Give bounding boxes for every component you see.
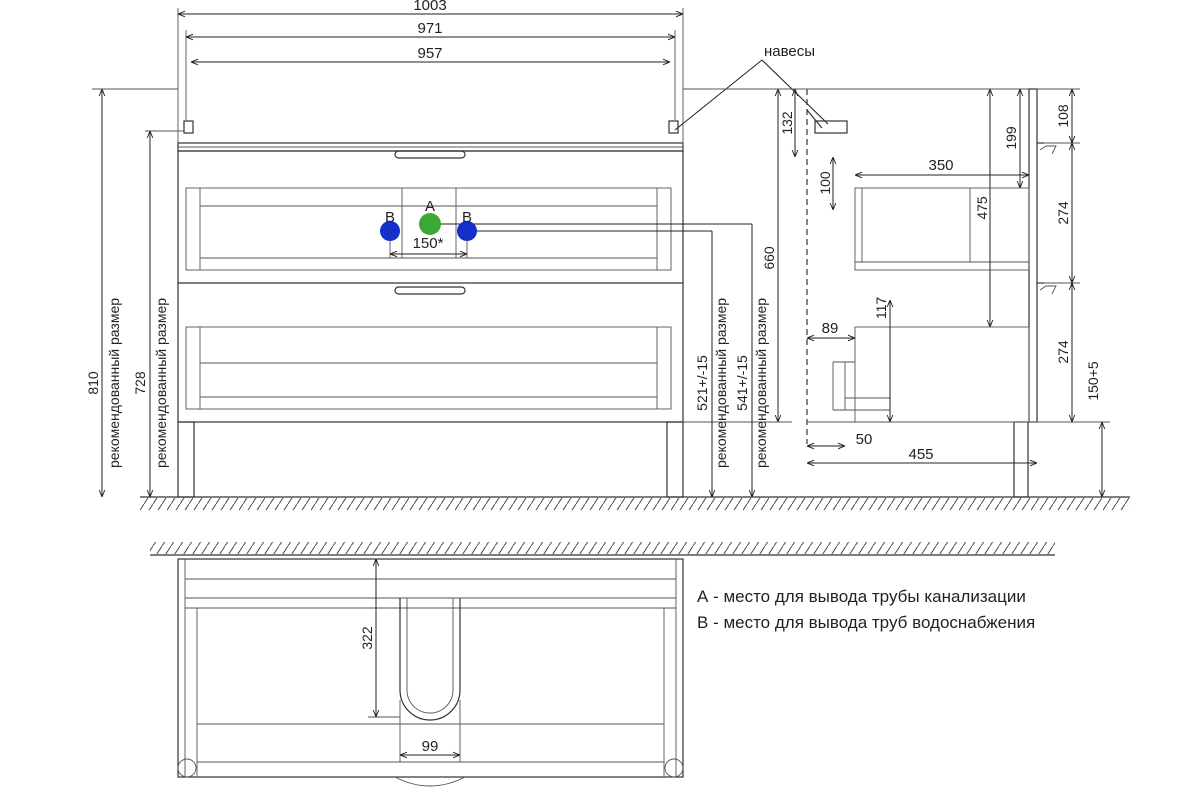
- hinges-callout: навесы: [674, 43, 829, 131]
- dim-89: 89: [822, 320, 839, 337]
- dim-100: 100: [817, 171, 833, 195]
- hinges-label: навесы: [764, 43, 815, 60]
- dim-455: 455: [908, 446, 933, 463]
- marker-b-right-label: B: [462, 209, 472, 226]
- recommended-size-2: рекомендованный размер: [153, 298, 169, 468]
- recommended-size-1: рекомендованный размер: [106, 298, 122, 468]
- dim-274-lower: 274: [1055, 340, 1071, 364]
- recommended-size-4: рекомендованный размер: [753, 298, 769, 468]
- plan-view: 322 99: [150, 542, 1055, 787]
- dim-117: 117: [873, 297, 889, 320]
- front-right-dimensions: 660 521+/-15 рекомендованный размер 541+…: [683, 88, 792, 497]
- pipe-markers: A B B 150*: [380, 198, 752, 258]
- handle-bottom: [394, 286, 466, 295]
- dim-322: 322: [359, 626, 375, 650]
- legend-b: В - место для вывода труб водоснабжения: [697, 613, 1035, 632]
- hinge-right: [668, 120, 679, 134]
- siphon-cutout: [399, 598, 461, 721]
- legend: А - место для вывода трубы канализации В…: [697, 587, 1035, 632]
- side-view: [792, 88, 1057, 498]
- dim-957: 957: [417, 45, 442, 62]
- recommended-size-3: рекомендованный размер: [713, 298, 729, 468]
- dim-475: 475: [974, 196, 990, 220]
- hinge-left: [183, 120, 194, 134]
- dim-728: 728: [132, 371, 148, 395]
- marker-a-circle: [419, 213, 441, 235]
- side-dimensions: 132 100 350 475 199 108 274 274 150+5 11…: [779, 88, 1110, 497]
- dim-150-spacing: 150*: [413, 235, 444, 252]
- dim-541: 541+/-15: [734, 355, 750, 411]
- marker-a-label: A: [425, 198, 435, 215]
- wall-hatch-plan: [150, 542, 1055, 554]
- handle-top: [394, 150, 466, 159]
- dim-971: 971: [417, 20, 442, 37]
- marker-b-right-circle: [457, 221, 477, 241]
- dim-99: 99: [422, 738, 439, 755]
- front-left-dimensions: 810 рекомендованный размер 728 рекомендо…: [85, 88, 184, 497]
- marker-b-left-circle: [380, 221, 400, 241]
- dim-50: 50: [856, 431, 873, 448]
- front-view: [140, 120, 1130, 510]
- top-dimensions: 1003 971 957: [177, 0, 684, 143]
- dim-660: 660: [761, 246, 777, 270]
- dim-810: 810: [85, 371, 101, 395]
- dim-274-upper: 274: [1055, 201, 1071, 225]
- dim-350: 350: [928, 157, 953, 174]
- dim-150-5: 150+5: [1085, 361, 1101, 401]
- dim-521: 521+/-15: [694, 355, 710, 411]
- dim-108: 108: [1055, 104, 1071, 128]
- legend-a: А - место для вывода трубы канализации: [697, 587, 1026, 606]
- dim-199: 199: [1003, 126, 1019, 150]
- floor-hatch-top: [140, 498, 1130, 510]
- dim-132: 132: [779, 111, 795, 135]
- marker-b-left-label: B: [385, 209, 395, 226]
- dim-1003: 1003: [413, 0, 446, 14]
